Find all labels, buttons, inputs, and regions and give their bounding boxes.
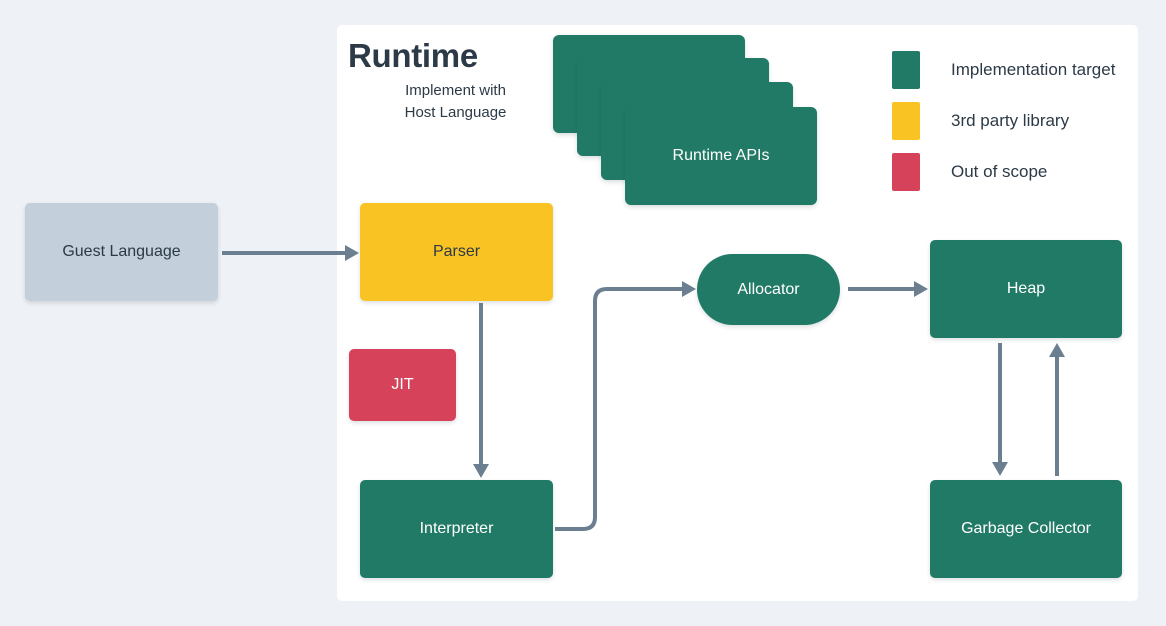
legend-swatch-yellow-icon: [892, 101, 920, 140]
node-runtime-apis[interactable]: Runtime APIs: [625, 107, 817, 205]
legend-label-implementation-target: Implementation target: [951, 59, 1116, 79]
runtime-subtitle-line1: Implement with: [405, 82, 506, 99]
node-parser[interactable]: Parser: [360, 203, 553, 301]
legend-swatch-teal-icon: [892, 50, 920, 89]
legend-label-3rd-party-library: 3rd party library: [951, 110, 1070, 130]
node-jit[interactable]: JIT: [349, 349, 456, 421]
legend-item-3rd-party-library: 3rd party library: [892, 95, 1115, 146]
legend-label-out-of-scope: Out of scope: [951, 161, 1048, 181]
node-allocator[interactable]: Allocator: [697, 254, 840, 325]
node-heap[interactable]: Heap: [930, 240, 1122, 338]
legend: Implementation target 3rd party library …: [892, 44, 1115, 197]
runtime-subtitle: Implement with Host Language: [338, 80, 573, 124]
runtime-title: Runtime: [348, 37, 478, 74]
legend-swatch-red-icon: [892, 152, 920, 191]
legend-item-out-of-scope: Out of scope: [892, 146, 1115, 197]
node-garbage-collector[interactable]: Garbage Collector: [930, 480, 1122, 578]
node-guest-language[interactable]: Guest Language: [25, 203, 218, 301]
legend-item-implementation-target: Implementation target: [892, 44, 1115, 95]
runtime-subtitle-line2: Host Language: [404, 104, 507, 121]
node-interpreter[interactable]: Interpreter: [360, 480, 553, 578]
